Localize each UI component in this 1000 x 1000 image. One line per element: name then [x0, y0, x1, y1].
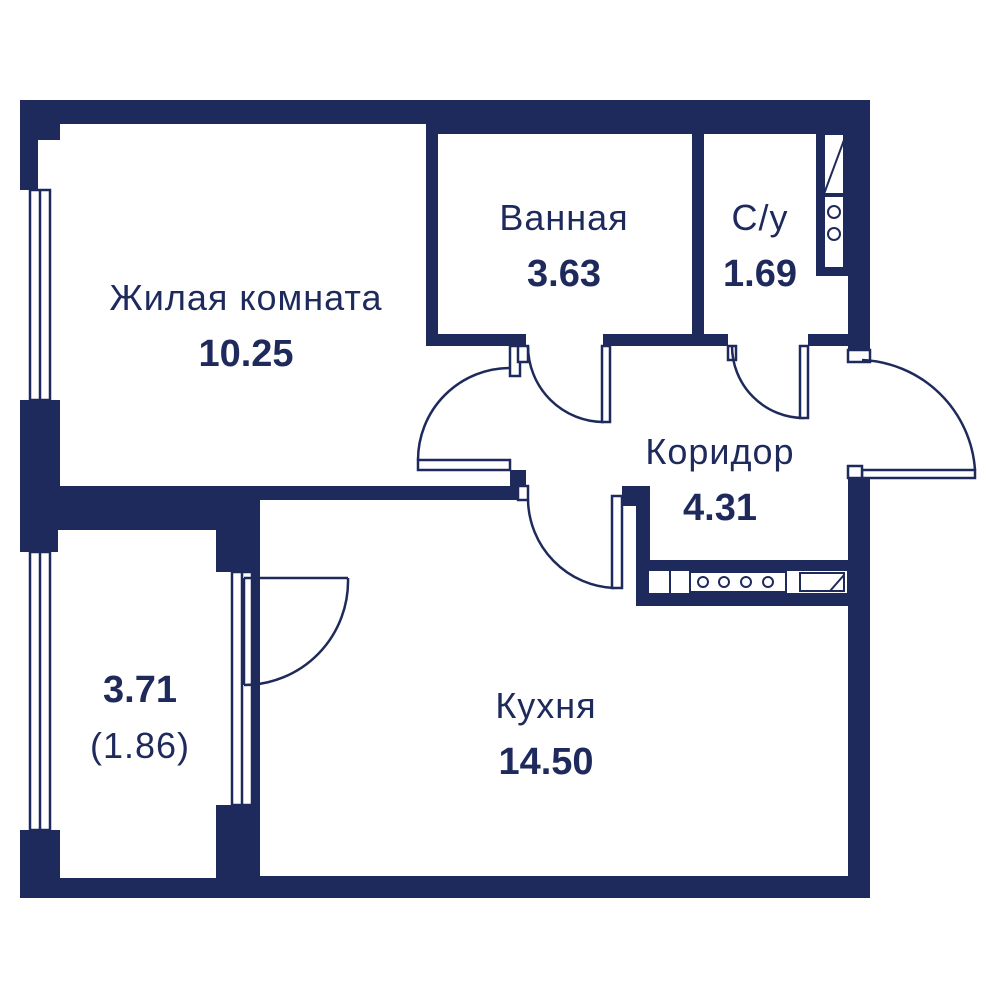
door-swing-icon — [726, 344, 810, 420]
door-swing-icon — [846, 348, 977, 480]
door-swing-icon — [416, 344, 522, 472]
room-area-wc: 1.69 — [723, 253, 797, 295]
room-area-bath: 3.63 — [527, 253, 601, 295]
stove-burner-icon — [718, 576, 730, 588]
room-area-hall: 4.31 — [683, 487, 757, 529]
window-icon — [28, 188, 52, 402]
room-name-hall: Коридор — [645, 431, 794, 472]
window-icon — [28, 550, 52, 832]
room-area-living: 10.25 — [198, 333, 293, 375]
stove-burner-icon — [740, 576, 752, 588]
room-area-kitchen: 14.50 — [498, 741, 593, 783]
room-area-balcony: 3.71 — [103, 669, 177, 711]
window-icon — [230, 570, 254, 807]
room-name-wc: С/у — [732, 197, 789, 238]
stove-burner-icon — [762, 576, 774, 588]
room-name-bath: Ванная — [499, 197, 628, 238]
door-swing-icon — [242, 576, 350, 687]
door-swing-icon — [516, 344, 612, 424]
room-name-kitchen: Кухня — [495, 685, 596, 726]
room-name-living: Жилая комната — [109, 277, 382, 318]
kitchen-counter — [647, 569, 849, 595]
walls — [20, 100, 870, 898]
door-swing-icon — [516, 484, 624, 590]
service-shaft — [816, 133, 848, 276]
stove-burner-icon — [697, 576, 709, 588]
room-reduced-area-balcony: (1.86) — [90, 725, 190, 766]
